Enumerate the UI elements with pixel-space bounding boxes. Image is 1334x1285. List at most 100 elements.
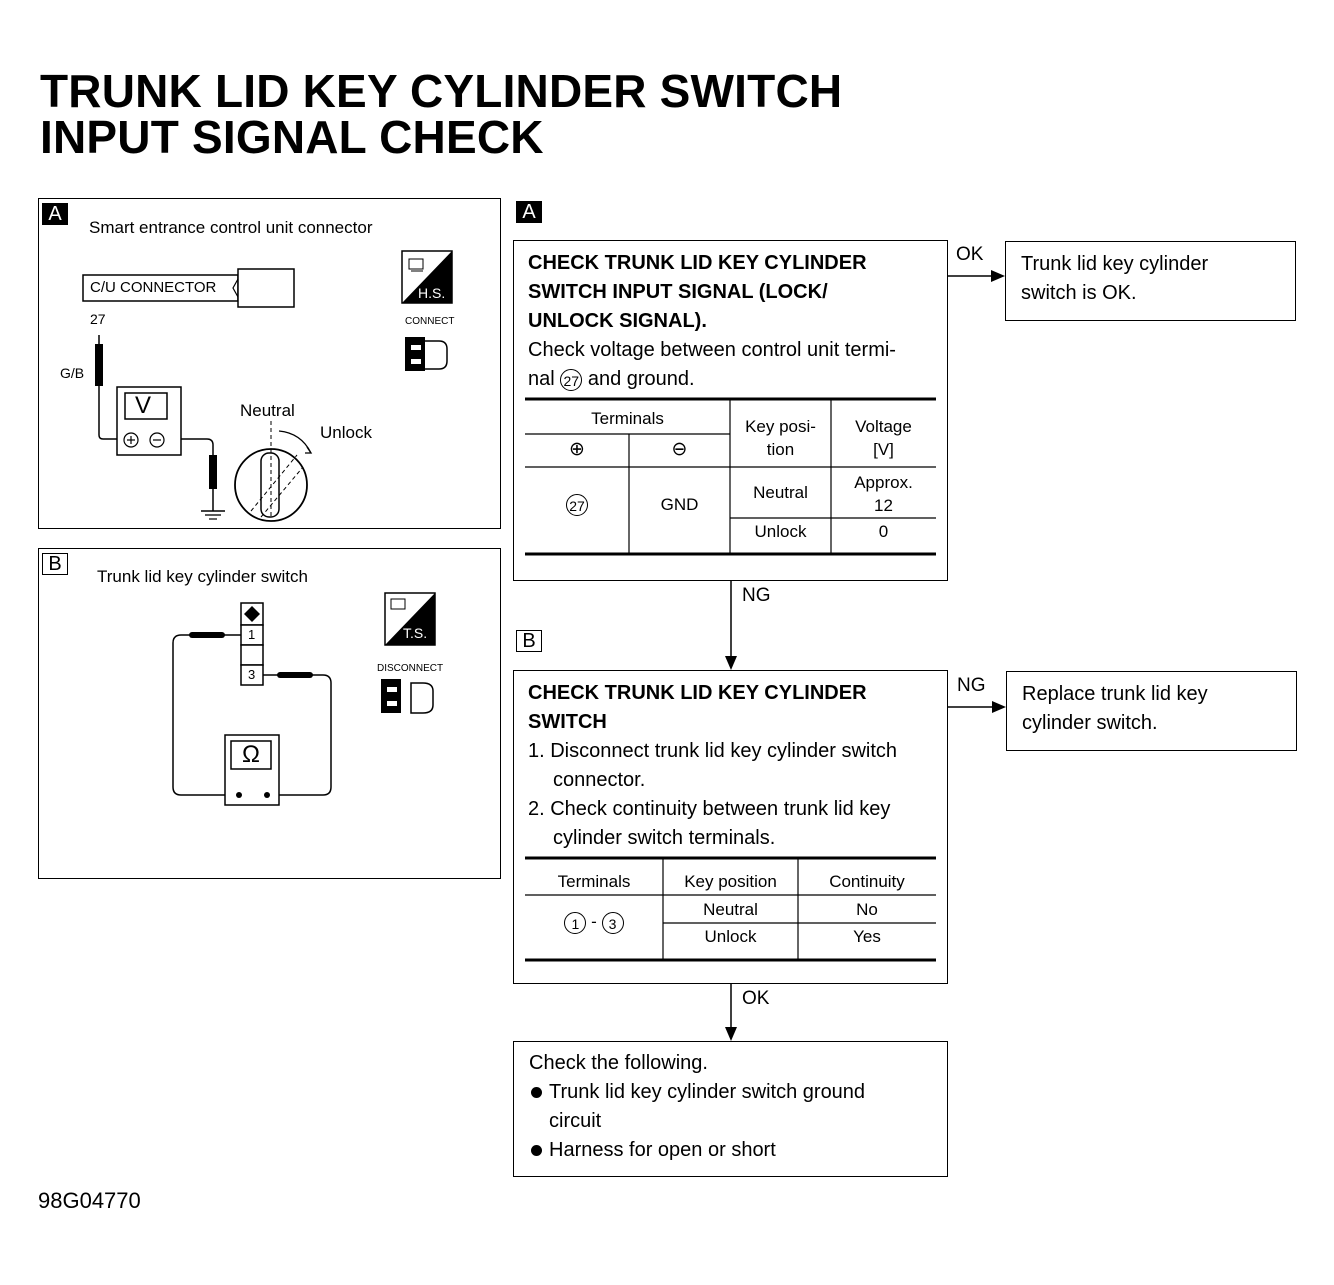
step-a-heading-3: UNLOCK SIGNAL).	[528, 310, 707, 332]
disconnect-label: DISCONNECT	[377, 663, 444, 674]
ohmmeter	[224, 734, 280, 806]
panel-a-diagram: A Smart entrance control unit connector	[38, 198, 501, 529]
col-volt-2: [V]	[873, 440, 894, 459]
figure-code: 98G04770	[38, 1188, 141, 1213]
title-line-1: TRUNK LID KEY CYLINDER SWITCH	[40, 65, 843, 117]
voltmeter-symbol: V	[135, 392, 152, 419]
b-cell-no: No	[856, 900, 878, 919]
step-a-table-lines	[525, 397, 936, 556]
disconnect-icon	[381, 679, 434, 714]
terminal-3-circle: 3	[601, 911, 624, 934]
unlock-label: Unlock	[320, 423, 372, 442]
terminal-3-label: 3	[248, 667, 256, 682]
key-cylinder	[234, 421, 313, 522]
ohmmeter-symbol: Ω	[242, 741, 260, 768]
cell-0: 0	[878, 522, 889, 541]
terminal-27-circle: 27	[560, 368, 583, 391]
cell-gnd: GND	[660, 495, 699, 514]
col-key-2: tion	[766, 440, 795, 459]
result-ng-line-2: cylinder switch.	[1022, 712, 1158, 734]
voltmeter	[116, 386, 182, 456]
label-ng-b: NG	[957, 675, 986, 696]
panel-b-tag: B	[42, 553, 68, 575]
instr-pre: nal	[528, 368, 555, 390]
final-item-1b: circuit	[549, 1110, 602, 1132]
b-cell-terminals: 1 - 3	[525, 910, 663, 934]
title-line-2: INPUT SIGNAL CHECK	[40, 111, 544, 163]
result-ng-line-1: Replace trunk lid key	[1022, 683, 1208, 705]
cell-approx: Approx.	[854, 473, 913, 492]
cu-connector	[82, 268, 295, 308]
cell-neutral: Neutral	[753, 483, 808, 502]
b-cell-neutral: Neutral	[703, 900, 758, 919]
col-volt-1: Voltage	[855, 417, 912, 436]
neutral-label: Neutral	[240, 401, 295, 420]
terminal-dash: -	[591, 912, 597, 931]
cell-terminal-27: 27	[525, 493, 629, 516]
cell-unlock: Unlock	[754, 522, 807, 541]
arrow-ok-b	[725, 984, 737, 1041]
result-ok-line-2: switch is OK.	[1021, 282, 1137, 304]
final-list: Trunk lid key cylinder switch ground cir…	[529, 1078, 932, 1165]
ts-badge	[384, 592, 436, 646]
panel-b-schematic	[172, 592, 436, 806]
panel-a-tag: A	[42, 203, 68, 225]
final-item-1a: Trunk lid key cylinder switch ground	[549, 1081, 866, 1103]
step-b-item-2a: 2. Check continuity between trunk lid ke…	[528, 798, 891, 820]
final-item-2: Harness for open or short	[529, 1136, 932, 1165]
step-b-item-2b: cylinder switch terminals.	[553, 827, 776, 849]
b-col-cont: Continuity	[829, 872, 905, 891]
terminal-27-label: 27	[90, 311, 106, 327]
wire-color-label: G/B	[60, 365, 85, 381]
terminal-27-cell-circle: 27	[566, 493, 588, 516]
result-ok-box: Trunk lid key cylinder switch is OK.	[1005, 241, 1296, 321]
panel-b-caption: Trunk lid key cylinder switch	[97, 567, 308, 586]
ohmmeter-leads	[172, 632, 332, 796]
step-b-item-1b: connector.	[553, 769, 646, 791]
terminal-1-circle: 1	[564, 911, 587, 934]
terminal-1-label: 1	[248, 627, 256, 642]
arrow-ok-a	[948, 270, 1005, 282]
step-a-heading-1: CHECK TRUNK LID KEY CYLINDER	[528, 252, 867, 274]
label-ok-a: OK	[956, 244, 984, 265]
connect-icon	[405, 337, 448, 371]
arrow-ng-a	[725, 581, 737, 670]
b-cell-yes: Yes	[853, 927, 881, 946]
result-ng-box: Replace trunk lid key cylinder switch.	[1006, 671, 1297, 751]
step-a-tag: A	[516, 201, 542, 223]
result-ok-line-1: Trunk lid key cylinder	[1021, 253, 1209, 275]
step-b-item-1a: 1. Disconnect trunk lid key cylinder swi…	[528, 740, 898, 762]
b-cell-unlock: Unlock	[704, 927, 757, 946]
panel-a-caption: Smart entrance control unit connector	[89, 218, 373, 237]
step-b-heading-1: CHECK TRUNK LID KEY CYLINDER	[528, 682, 867, 704]
final-item-1: Trunk lid key cylinder switch ground cir…	[529, 1078, 932, 1136]
col-minus: ⊖	[671, 439, 688, 460]
col-key-1: Key posi-	[745, 417, 816, 436]
instr-post: and ground.	[587, 368, 695, 390]
panel-a-schematic	[82, 250, 453, 522]
connect-label: CONNECT	[405, 316, 455, 327]
arrow-ng-b	[948, 701, 1006, 713]
b-col-terminals: Terminals	[557, 872, 631, 891]
b-col-key: Key position	[684, 872, 777, 891]
cell-12: 12	[874, 496, 893, 515]
step-a-heading-2: SWITCH INPUT SIGNAL (LOCK/	[528, 281, 828, 303]
step-a-instruction-2: nal 27 and ground.	[528, 365, 933, 394]
panel-b-diagram: B Trunk lid key cylinder switch	[38, 548, 501, 879]
ts-label: T.S.	[403, 625, 428, 641]
col-terminals: Terminals	[591, 409, 664, 428]
label-ng-a: NG	[742, 585, 771, 606]
hs-label: H.S.	[418, 285, 446, 301]
ground-lead	[181, 438, 225, 520]
step-b-table-lines	[525, 856, 936, 962]
col-plus: ⊕	[569, 439, 585, 460]
page-title: TRUNK LID KEY CYLINDER SWITCH INPUT SIGN…	[40, 68, 842, 160]
step-b-tag: B	[516, 630, 542, 652]
connector-label: C/U CONNECTOR	[90, 279, 217, 296]
final-intro: Check the following.	[529, 1052, 708, 1074]
step-a-instruction-1: Check voltage between control unit termi…	[528, 339, 896, 361]
step-b-heading-2: SWITCH	[528, 711, 607, 733]
final-check-box: Check the following. Trunk lid key cylin…	[513, 1041, 948, 1177]
step-a-box: CHECK TRUNK LID KEY CYLINDER SWITCH INPU…	[513, 240, 948, 581]
label-ok-b: OK	[742, 988, 770, 1009]
